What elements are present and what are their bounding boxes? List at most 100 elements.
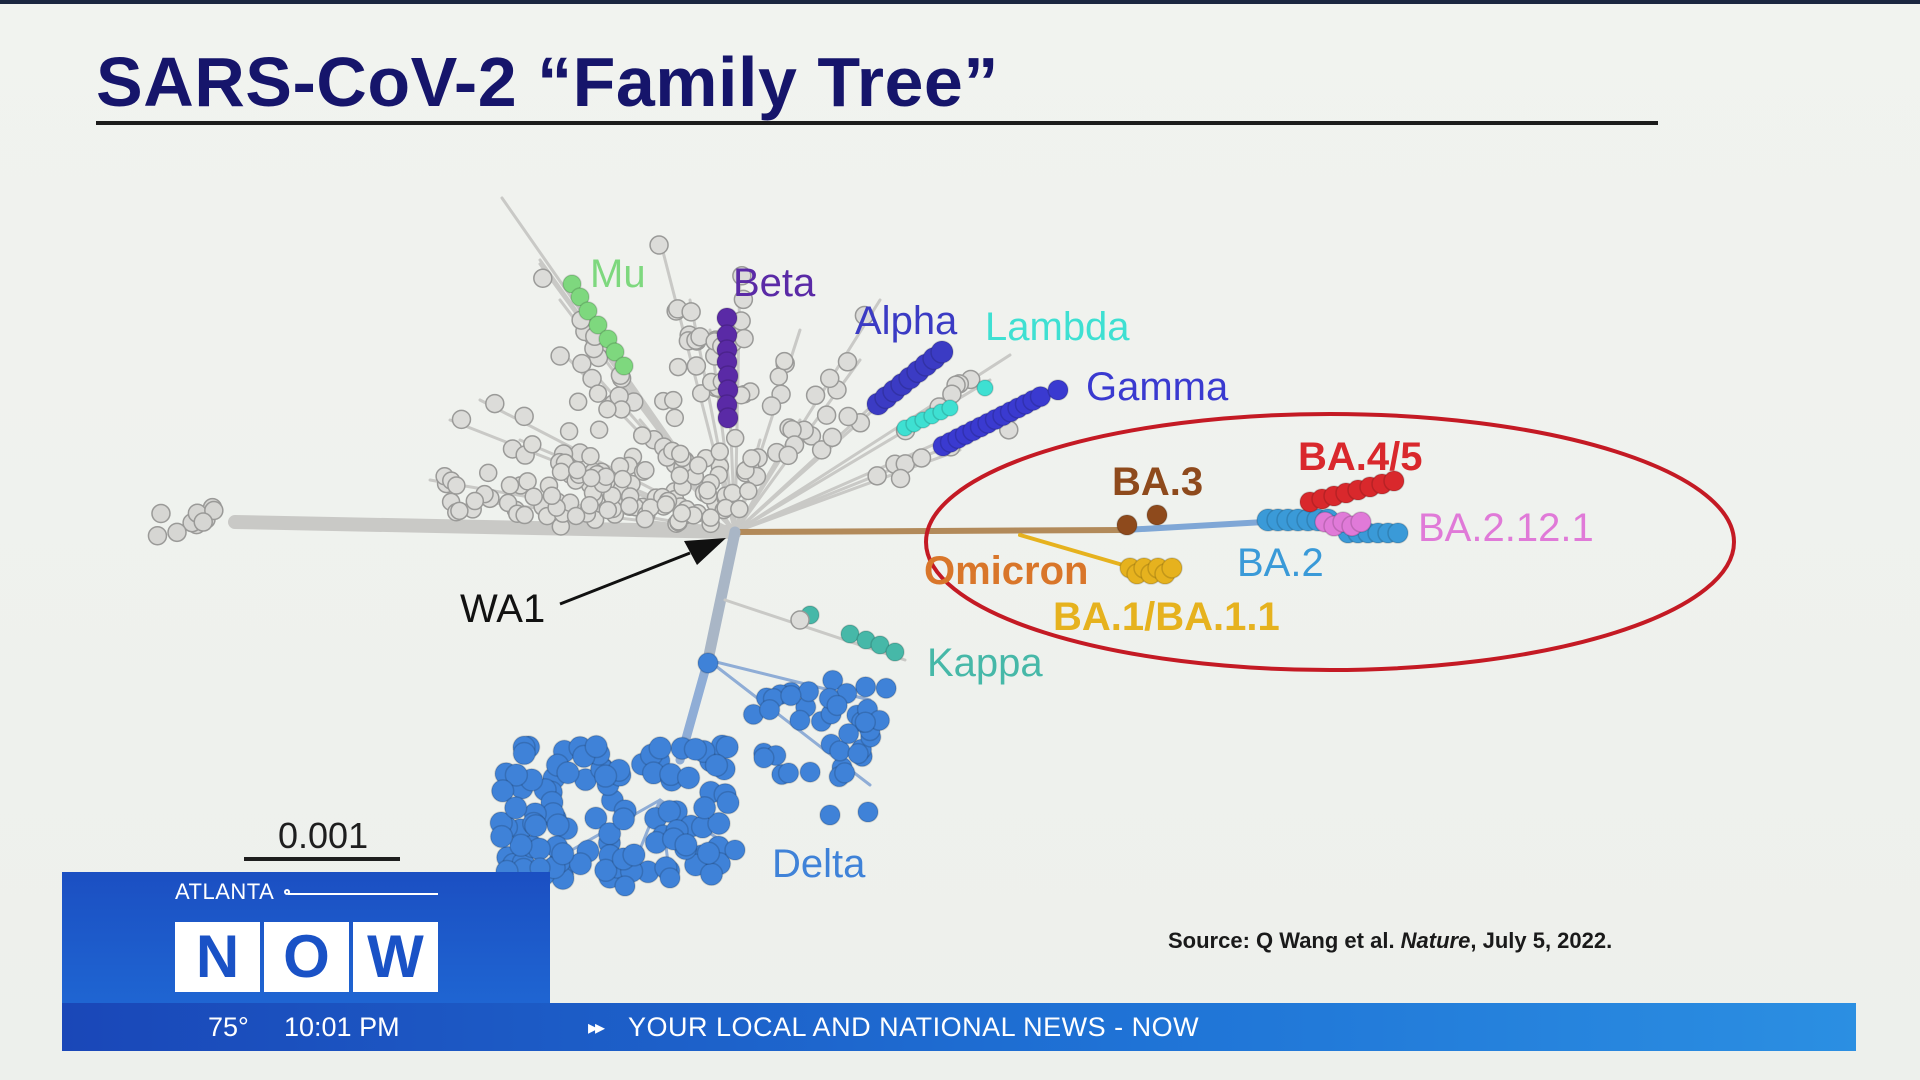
tree-node-delta [546, 813, 570, 837]
tree-node-delta [753, 747, 775, 769]
tree-node-gray [567, 460, 587, 480]
tree-node-delta [593, 764, 618, 788]
tree-node-gray [598, 400, 617, 419]
tree-node-gray [816, 405, 837, 425]
tree-node-gray [451, 409, 472, 430]
tree-node-gray [761, 396, 782, 416]
omicron-highlight-ring [924, 412, 1736, 672]
tree-node-gray [465, 491, 485, 511]
tree-node-gray [819, 368, 840, 389]
tree-node-gray [588, 384, 608, 403]
slide-title: SARS-CoV-2 “Family Tree” [96, 43, 999, 121]
tree-node-gray [533, 268, 553, 289]
tree-node-ba45 [1383, 470, 1405, 492]
tree-node-delta [697, 652, 719, 674]
tree-node-gray [649, 235, 669, 255]
tree-node-delta [593, 858, 618, 883]
tree-node-delta [648, 736, 672, 760]
source-prefix: Source: Q Wang et al. [1168, 928, 1401, 953]
tree-node-delta [834, 762, 856, 784]
tree-node-gray [193, 512, 213, 532]
tree-node-mu [588, 315, 608, 335]
tree-node-delta [758, 698, 781, 721]
tree-node-delta [523, 814, 548, 838]
tree-node-gray [485, 393, 505, 414]
source-journal: Nature [1400, 928, 1471, 953]
source-citation: Source: Q Wang et al. Nature, July 5, 20… [1168, 928, 1612, 954]
top-border [0, 0, 1920, 4]
tree-node-delta [837, 722, 860, 745]
tree-node-gray [656, 495, 676, 514]
label-ba45: BA.4/5 [1298, 435, 1423, 479]
tree-node-gray [775, 351, 794, 371]
tree-node-gray [725, 428, 745, 448]
tree-node-gray [838, 406, 858, 427]
label-alpha: Alpha [855, 299, 958, 343]
logo-city: ATLANTA [175, 879, 275, 904]
tree-node-gray [566, 506, 586, 526]
tree-node-gray [559, 422, 579, 441]
tree-node-gray [581, 468, 601, 488]
tree-node-gray [670, 466, 690, 485]
tree-node-gray [790, 610, 810, 630]
tree-node-gray [572, 353, 592, 374]
tree-node-gray [500, 476, 520, 495]
source-suffix: , July 5, 2022. [1470, 928, 1613, 953]
tree-node-gray [665, 408, 685, 428]
tree-node-gray [514, 406, 534, 427]
tree-node-gray [710, 442, 730, 461]
tree-node-delta [797, 680, 820, 703]
tree-node-ba3 [1116, 514, 1138, 536]
trunk-delta [702, 526, 741, 666]
tree-node-gray [147, 526, 168, 546]
weather-temperature: 75° [208, 1012, 249, 1042]
logo-letter-o: O [264, 922, 349, 992]
label-beta: Beta [733, 261, 816, 305]
tree-node-gray [778, 445, 798, 466]
tree-node-gray [598, 500, 618, 520]
tree-node-delta [676, 766, 701, 790]
tree-node-delta [504, 763, 529, 787]
tree-node-delta [622, 843, 646, 867]
tree-node-gray [911, 448, 932, 468]
tree-node-delta [704, 753, 729, 778]
tree-node-gray [542, 486, 562, 506]
tree-node-gray [636, 461, 655, 480]
tree-node-delta [611, 807, 636, 831]
tree-node-delta [490, 779, 515, 803]
tree-node-gray [890, 468, 911, 489]
label-kappa: Kappa [927, 641, 1043, 685]
label-mu: Mu [590, 252, 646, 296]
tree-node-gray [518, 472, 537, 491]
tree-node-delta [854, 711, 877, 733]
tree-node-gray [701, 508, 720, 527]
tree-node-delta [584, 734, 609, 759]
tree-node-gray [732, 266, 752, 286]
tree-node-delta [584, 806, 608, 830]
label-lambda: Lambda [985, 305, 1130, 349]
tree-branch-ba11 [1018, 533, 1142, 572]
tree-node-delta [509, 833, 533, 858]
tree-node-kappa [870, 635, 890, 655]
tree-node-gray [805, 385, 826, 406]
scale-bar-label: 0.001 [278, 815, 368, 856]
tree-node-delta [715, 735, 739, 759]
tree-node-delta [724, 839, 746, 861]
tree-node-gray [734, 328, 754, 349]
tree-node-delta [826, 694, 848, 717]
logo-line-dot [284, 889, 290, 895]
tree-node-delta [799, 761, 821, 783]
tree-node-gray [733, 289, 754, 310]
tree-node-delta [696, 841, 721, 865]
root-label-wa1: WA1 [460, 587, 545, 631]
tree-node-lambda [941, 399, 959, 417]
tree-node-ba2121 [1350, 511, 1372, 533]
tree-node-gray [635, 509, 655, 529]
tree-node-ba3 [1146, 504, 1168, 526]
tree-node-gray [822, 427, 842, 448]
tree-node-kappa [840, 624, 860, 644]
tree-node-gray [668, 357, 688, 377]
tree-node-mu [605, 342, 625, 362]
tree-node-delta [819, 804, 841, 826]
